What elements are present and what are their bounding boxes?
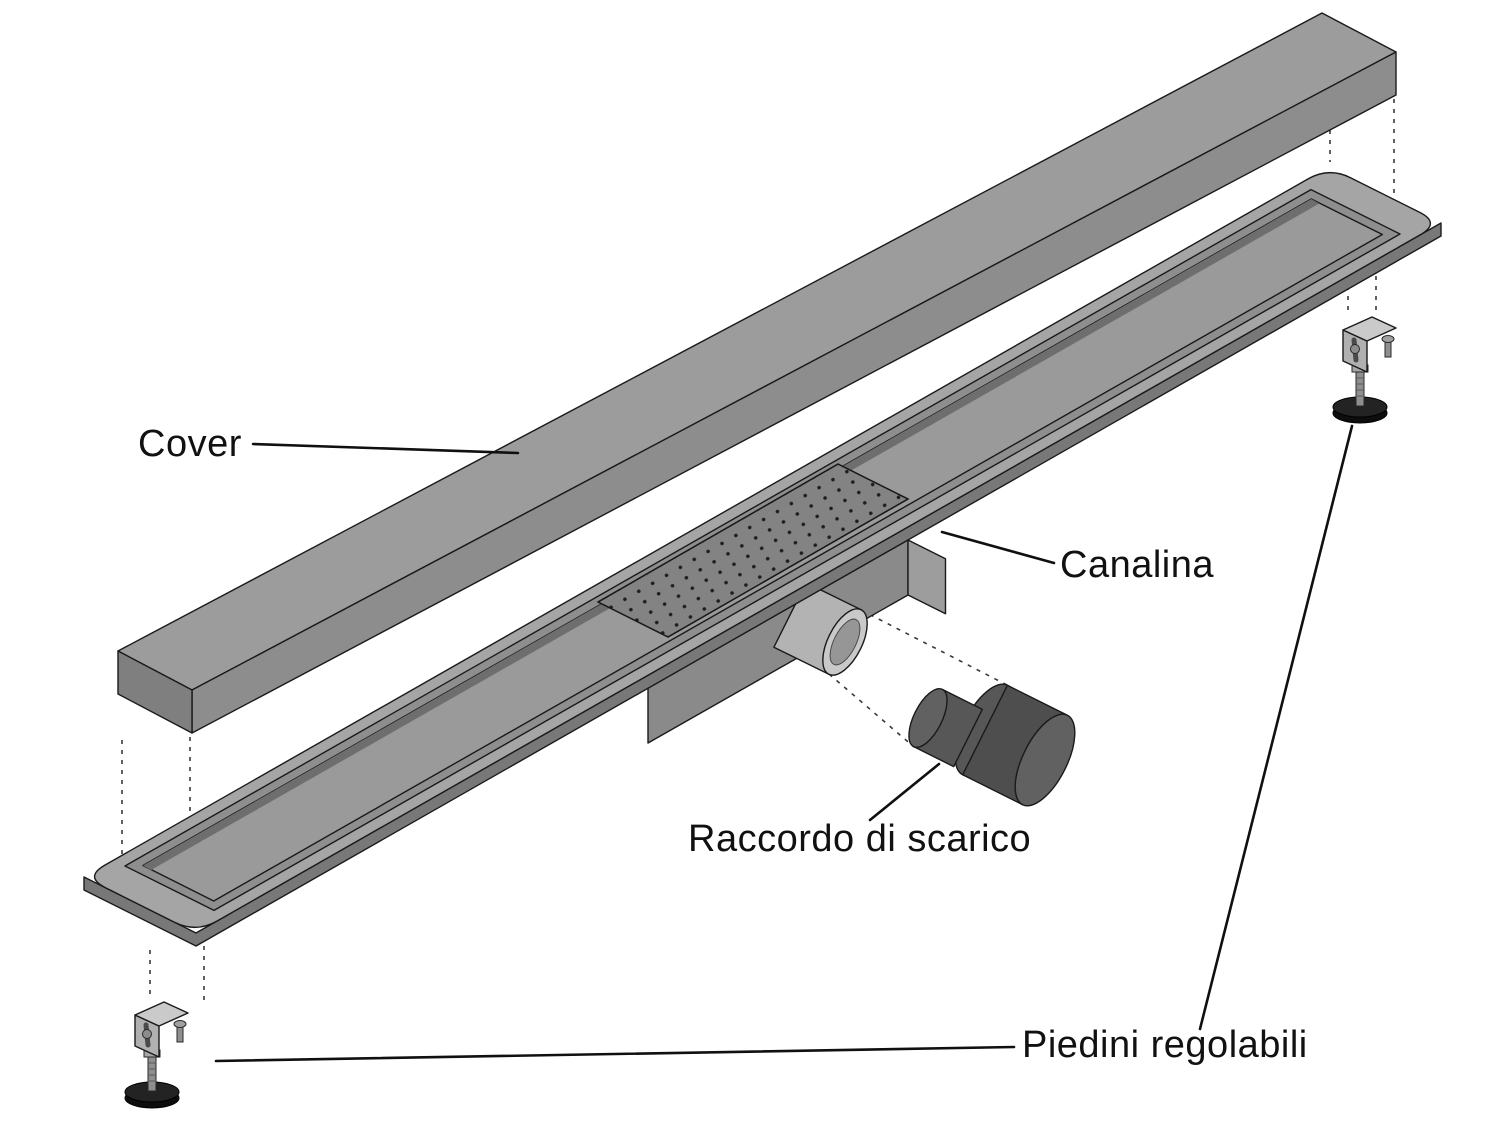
leader-line-piedini-right [1198, 424, 1354, 1031]
leader-line-piedini-left [214, 1045, 1016, 1063]
label-raccordo: Raccordo di scarico [688, 818, 1031, 860]
adjustable-foot-left [125, 1002, 188, 1108]
adjustable-foot-right [1333, 317, 1396, 423]
leader-line-raccordo [868, 762, 941, 822]
leader-line-cover [251, 442, 520, 455]
label-cover: Cover [138, 423, 242, 465]
drain-grate [596, 463, 910, 638]
outlet-pipe [773, 582, 868, 676]
cover-part [117, 12, 1397, 734]
canalina-part [83, 171, 1442, 947]
leader-line-canalina [940, 530, 1056, 565]
drain-connector-part [908, 683, 1076, 807]
label-canalina: Canalina [1060, 544, 1214, 586]
label-piedini: Piedini regolabili [1022, 1024, 1308, 1066]
